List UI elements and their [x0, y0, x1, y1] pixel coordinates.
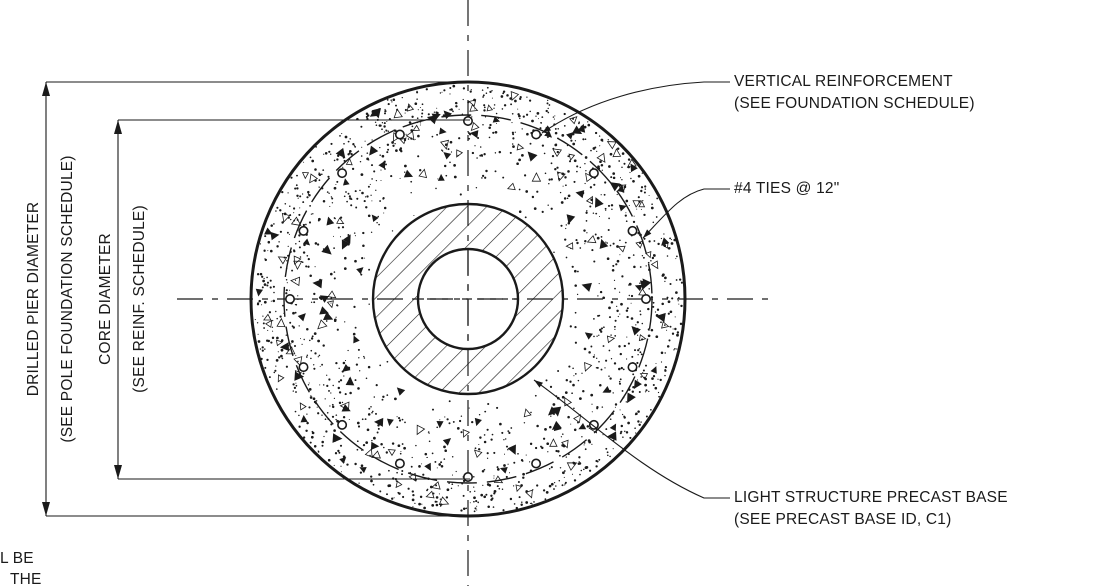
vertical-reinforcement-leader [541, 81, 730, 134]
rebar [588, 168, 599, 179]
rebar [640, 293, 651, 304]
rebar [462, 116, 473, 127]
rebar [394, 129, 405, 140]
core-diameter-dimension [114, 119, 470, 480]
precast-base-label: LIGHT STRUCTURE PRECAST BASE [734, 489, 1008, 506]
rebar [394, 458, 405, 469]
concrete-stipple [254, 84, 683, 513]
rebar [337, 168, 348, 179]
ties-label: #4 TIES @ 12" [734, 180, 839, 197]
rebar [588, 419, 599, 430]
rebar [462, 471, 473, 482]
rebar [298, 225, 309, 236]
pier-diameter-dimension [42, 81, 470, 517]
vertical-reinforcement-label: VERTICAL REINFORCEMENT [734, 73, 953, 90]
rebar [284, 293, 295, 304]
tie-circle [283, 114, 653, 484]
pier-diameter-ref-label: (SEE POLE FOUNDATION SCHEDULE) [59, 155, 76, 442]
rebar [531, 458, 542, 469]
rebar [627, 225, 638, 236]
precast-base-ref-label: (SEE PRECAST BASE ID, C1) [734, 511, 951, 528]
rebar [531, 129, 542, 140]
rebar [337, 419, 348, 430]
pier-diameter-label: DRILLED PIER DIAMETER [25, 202, 42, 397]
note-fragment-1: L BE [0, 550, 34, 567]
rebar [298, 362, 309, 373]
vertical-reinforcement-ref-label: (SEE FOUNDATION SCHEDULE) [734, 95, 975, 112]
core-diameter-ref-label: (SEE REINF. SCHEDULE) [131, 205, 148, 393]
note-fragment-2: THE [10, 571, 42, 586]
rebar [627, 362, 638, 373]
rebar-group [284, 116, 651, 482]
ties-leader [642, 188, 730, 239]
core-diameter-label: CORE DIAMETER [97, 233, 114, 365]
precast-base-leader [533, 379, 730, 499]
